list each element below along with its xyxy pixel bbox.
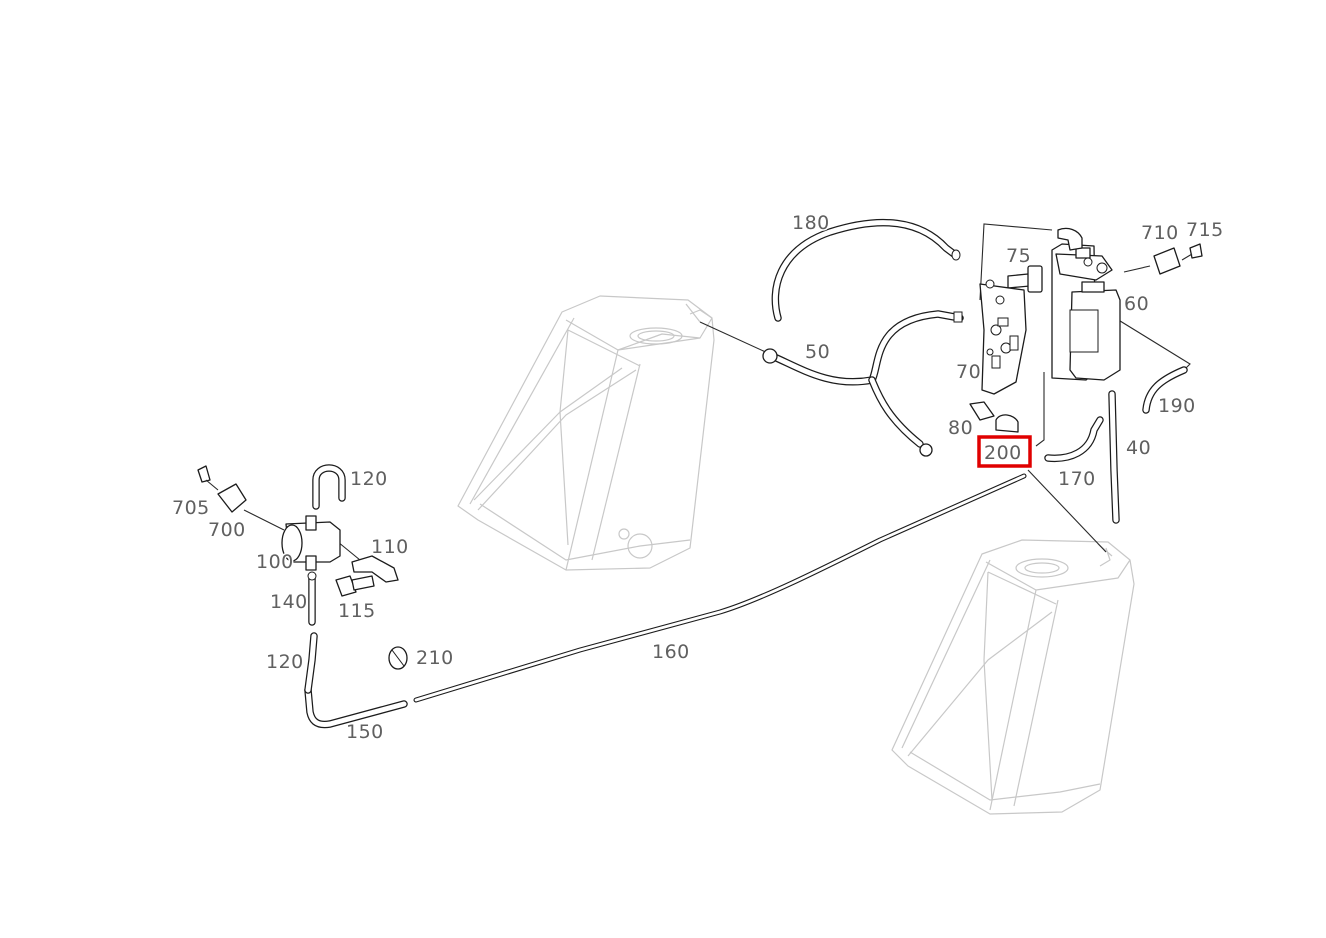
leader-lines <box>243 223 1191 561</box>
ghost-tank-lower <box>891 539 1135 815</box>
label-700: 700 <box>208 519 246 541</box>
fitting-705 <box>197 465 219 491</box>
label-50: 50 <box>805 341 830 363</box>
part-labels: 180 75 710 715 60 50 70 190 80 200 40 17… <box>171 211 1225 745</box>
clamp-210 <box>388 646 408 670</box>
label-710: 710 <box>1141 222 1179 244</box>
label-40: 40 <box>1126 437 1151 459</box>
label-100: 100 <box>256 551 294 573</box>
label-120-lower: 120 <box>266 651 304 673</box>
label-210: 210 <box>416 647 454 669</box>
label-75: 75 <box>1006 245 1031 267</box>
hose-40 <box>1108 390 1120 524</box>
hose-120-upper <box>312 464 346 510</box>
label-190: 190 <box>1158 395 1196 417</box>
charcoal-canister-60 <box>1051 227 1121 381</box>
label-60: 60 <box>1124 293 1149 315</box>
label-150: 150 <box>346 721 384 743</box>
label-110: 110 <box>371 536 409 558</box>
bolt-80 <box>969 401 995 421</box>
bracket-110 <box>351 555 399 583</box>
pipe-150 <box>304 686 408 729</box>
fitting-715 <box>1181 243 1203 261</box>
fitting-700 <box>217 483 247 513</box>
hose-120-lower <box>304 632 318 694</box>
fitting-710 <box>1153 247 1181 275</box>
hose-190 <box>1142 366 1188 414</box>
label-715: 715 <box>1186 219 1224 241</box>
label-200: 200 <box>984 442 1022 464</box>
label-160: 160 <box>652 641 690 663</box>
bracket-70 <box>979 279 1027 395</box>
hose-180 <box>771 218 961 322</box>
label-180: 180 <box>792 212 830 234</box>
bolt-115 <box>335 575 375 597</box>
label-705: 705 <box>172 497 210 519</box>
ghost-tank-upper <box>457 295 715 571</box>
highlight-box-200 <box>977 435 1032 468</box>
valve-100 <box>281 515 341 581</box>
bolt-75 <box>1007 265 1043 293</box>
hose-50 <box>762 310 964 457</box>
hose-170 <box>1044 416 1104 463</box>
label-140: 140 <box>270 591 308 613</box>
label-120-upper: 120 <box>350 468 388 490</box>
label-115: 115 <box>338 600 376 622</box>
label-70: 70 <box>956 361 981 383</box>
pipe-160 <box>413 473 1027 703</box>
clamp-200 <box>995 414 1019 433</box>
label-80: 80 <box>948 417 973 439</box>
label-170: 170 <box>1058 468 1096 490</box>
